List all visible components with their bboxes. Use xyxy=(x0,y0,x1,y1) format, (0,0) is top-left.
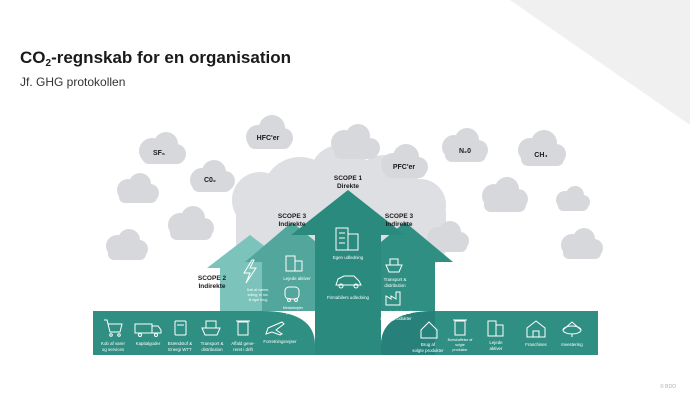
downstream-transport-2: distribution xyxy=(384,283,406,288)
cloud-co2 xyxy=(190,160,235,192)
page-title: CO2-regnskab for en organisation xyxy=(20,48,291,69)
franchise-icon xyxy=(526,320,546,338)
cloud-left-2 xyxy=(168,206,214,240)
building-icon xyxy=(335,227,359,251)
ship-upstream-icon xyxy=(201,320,221,336)
downstream-bortskaffelse-3: produkter xyxy=(452,348,468,352)
upstream-kapitalgoder: Kapitalgoder xyxy=(136,341,161,346)
cloud-right-4 xyxy=(556,186,590,211)
downstream-lejede-1: Lejede xyxy=(489,340,503,345)
car-icon xyxy=(335,275,362,289)
gas-n2o: N₂0 xyxy=(459,148,471,155)
upstream-kob-1: Kob af varer xyxy=(101,341,125,346)
upstream-forretningsrejser: Forretningsrejser xyxy=(263,339,297,344)
truck-icon xyxy=(134,323,162,337)
scope1-title: SCOPE 1 xyxy=(334,175,363,182)
commuting-icon xyxy=(284,286,300,302)
downstream-brug-1: Brug af xyxy=(421,342,436,347)
scope1-firmabiler: Firmabilers udledning xyxy=(327,295,370,300)
cloud-right-1 xyxy=(482,177,528,212)
gas-pfc: PFC'er xyxy=(393,164,416,171)
house-icon xyxy=(420,321,438,339)
factory-icon xyxy=(385,291,401,306)
upstream-transport-1: Transport & xyxy=(201,341,224,346)
upstream-braendstof-1: Brændstof & xyxy=(168,341,192,346)
investment-icon xyxy=(562,321,582,337)
lightning-icon xyxy=(243,259,257,284)
cloud-left-1 xyxy=(117,173,159,203)
cloud-left-3 xyxy=(106,229,148,260)
upstream-braendstof-2: Energi WTT xyxy=(168,347,192,352)
fuel-can-icon xyxy=(174,320,187,336)
page-subtitle: Jf. GHG protokollen xyxy=(20,75,126,89)
scope2-title: SCOPE 2 xyxy=(198,275,227,282)
upstream-medarbejder-1: Medarbejder xyxy=(283,306,304,310)
cloud-sf6 xyxy=(139,132,186,164)
cloud-ch4 xyxy=(518,130,566,166)
scope1-egen-udledning: Egen udledning xyxy=(333,255,364,260)
downstream-transport-1: Transport & xyxy=(384,277,407,282)
downstream-bearbejdning-1: Bearbejdning af xyxy=(381,310,413,315)
gas-hfc: HFC'er xyxy=(257,135,280,142)
downstream-investering: Investering xyxy=(561,342,583,347)
cloud-top-mid xyxy=(331,124,380,159)
leased-building-icon xyxy=(487,320,504,337)
value-chain-band-right xyxy=(381,311,598,355)
cloud-group xyxy=(106,115,603,260)
gas-co2: C0₂ xyxy=(204,177,216,184)
gas-ch4: CH₄ xyxy=(534,152,547,159)
scope1-arrow xyxy=(291,190,405,355)
upstream-medarbejder-2: pendling xyxy=(286,311,300,315)
copyright: © BDO xyxy=(660,384,676,390)
upstream-affald-2: reret i drift xyxy=(233,347,254,352)
upstream-lejede: Lejede aktiver xyxy=(283,276,311,281)
cart-icon xyxy=(104,319,123,337)
downstream-brug-2: solgte produkter xyxy=(412,348,444,353)
upstream-transport-2: distribution xyxy=(201,347,223,352)
cloud-right-3 xyxy=(561,228,603,259)
leased-assets-icon xyxy=(285,255,303,272)
plane-icon xyxy=(265,321,285,336)
downstream-bortskaffelse-1: Bortskaffelse af xyxy=(448,338,473,342)
bin-icon xyxy=(236,320,250,336)
downstream-franchises: Franchises xyxy=(525,342,547,347)
ship-icon xyxy=(385,258,403,273)
cloud-n2o xyxy=(442,128,488,162)
scope3-right-sub: Indirekte xyxy=(385,221,412,228)
scope1-sub: Direkte xyxy=(337,183,359,190)
disposal-icon xyxy=(453,319,467,336)
cloud-right-2 xyxy=(427,221,469,252)
scope2-line3: til eget brug xyxy=(249,298,268,302)
upstream-affald-1: Affald gene- xyxy=(231,341,255,346)
downstream-bearbejdning-2: solgte produkter xyxy=(380,316,412,321)
scope3-left-title: SCOPE 3 xyxy=(278,213,307,220)
cloud-hfc xyxy=(246,115,293,149)
upstream-kob-2: og services xyxy=(102,347,125,352)
downstream-lejede-2: aktiver xyxy=(490,346,503,351)
scope2-sub: Indirekte xyxy=(198,283,225,290)
downstream-bortskaffelse-2: solgte xyxy=(455,343,465,347)
cloud-pfc xyxy=(381,144,428,178)
gas-sf6: SF₆ xyxy=(153,150,165,157)
downstream-curve xyxy=(381,311,435,355)
scope3-left-sub: Indirekte xyxy=(278,221,305,228)
scope2-line2: koling, el mv. xyxy=(248,293,269,297)
scope3-right-title: SCOPE 3 xyxy=(385,213,414,220)
scope2-line1: Kob af varme, xyxy=(247,288,269,292)
